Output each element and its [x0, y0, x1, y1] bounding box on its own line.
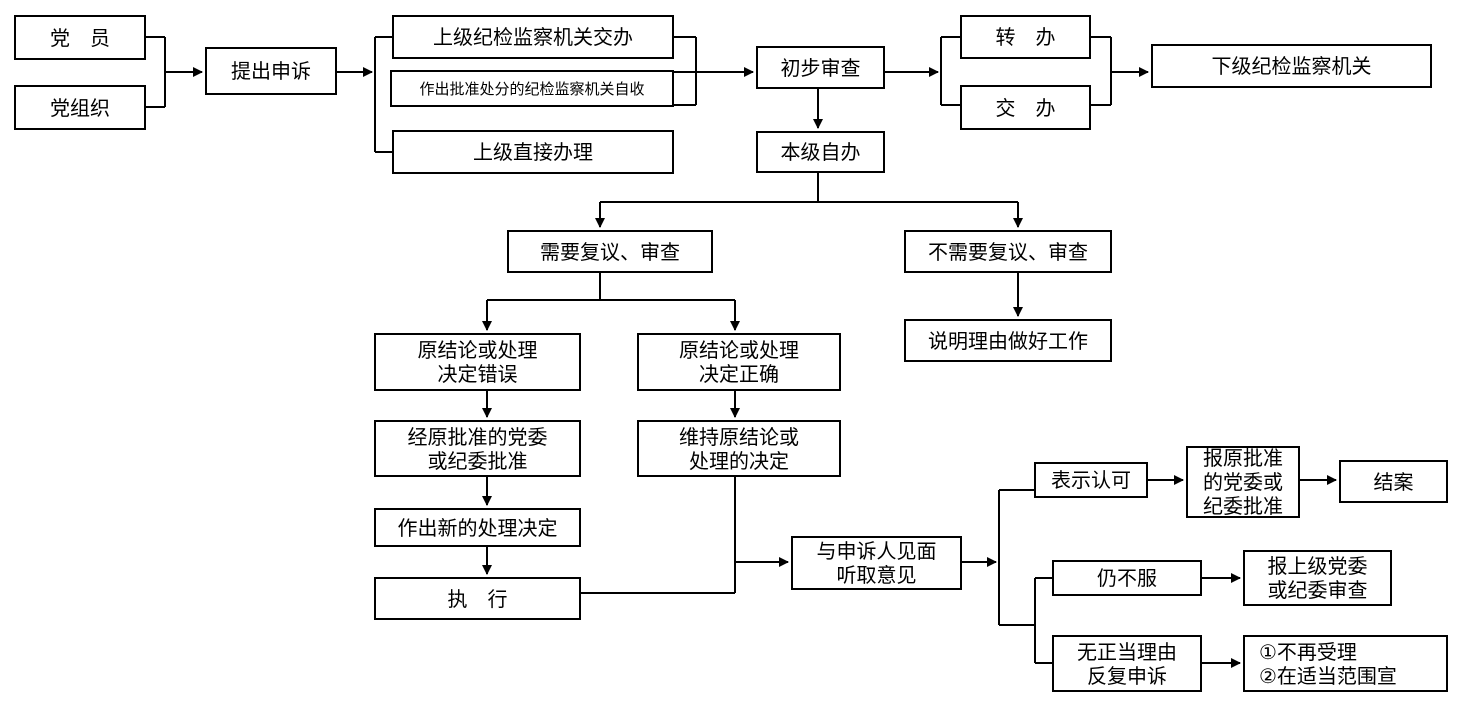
node-still-disagree: 仍不服: [1052, 560, 1202, 596]
node-higher-direct: 上级直接办理: [392, 130, 674, 174]
node-meet: 与申诉人见面 听取意见: [791, 536, 962, 590]
node-approval: 经原批准的党委 或纪委批准: [374, 420, 581, 477]
node-execute: 执 行: [374, 577, 581, 620]
node-party-org: 党组织: [14, 85, 146, 130]
node-close-case: 结案: [1339, 460, 1448, 503]
node-party-member: 党 员: [14, 15, 146, 60]
node-assign: 交 办: [960, 85, 1091, 130]
node-maintain: 维持原结论或 处理的决定: [637, 420, 841, 477]
node-explain-reason: 说明理由做好工作: [904, 319, 1112, 362]
node-preliminary-review: 初步审查: [756, 46, 885, 89]
node-transfer: 转 办: [960, 15, 1091, 59]
node-lower-org: 下级纪检监察机关: [1151, 44, 1432, 88]
node-report-approve: 报原批准 的党委或 纪委批准: [1186, 446, 1300, 518]
node-no-more: ①不再受理 ②在适当范围宣: [1243, 635, 1448, 692]
node-decision-wrong: 原结论或处理 决定错误: [374, 333, 581, 391]
node-repeated: 无正当理由 反复申诉: [1052, 635, 1202, 692]
node-higher-assigned: 上级纪检监察机关交办: [392, 15, 674, 59]
node-accept: 表示认可: [1034, 462, 1148, 498]
node-self-handle: 本级自办: [756, 131, 885, 173]
node-self-accept: 作出批准处分的纪检监察机关自收: [390, 70, 674, 107]
node-need-review: 需要复议、审查: [507, 230, 713, 273]
node-new-decision: 作出新的处理决定: [374, 508, 581, 547]
node-no-review: 不需要复议、审查: [904, 230, 1112, 273]
node-report-higher: 报上级党委 或纪委审查: [1243, 550, 1392, 606]
node-submit-appeal: 提出申诉: [205, 47, 337, 95]
node-decision-right: 原结论或处理 决定正确: [637, 333, 841, 391]
